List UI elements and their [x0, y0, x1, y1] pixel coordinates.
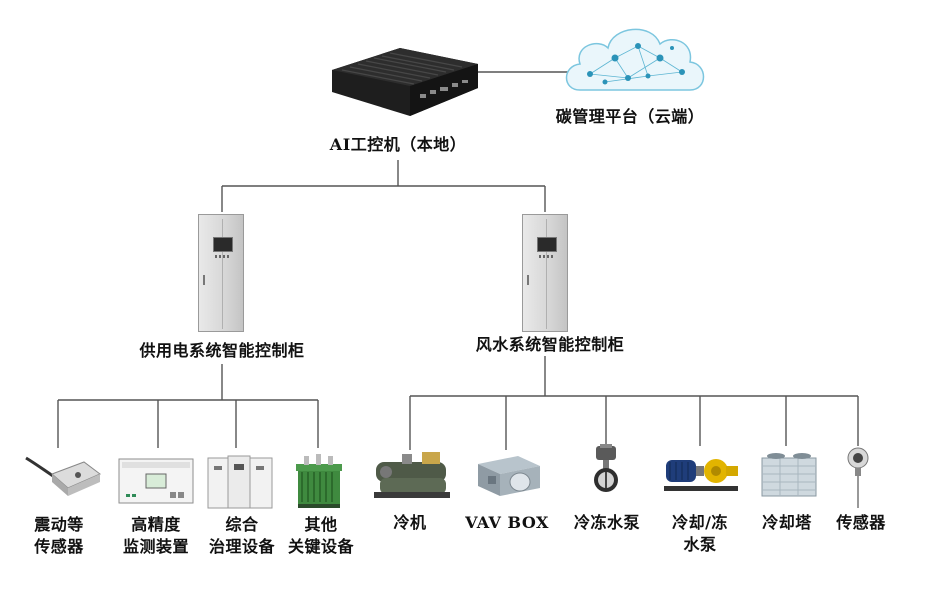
hvac-device-label-5: 冷却塔: [762, 513, 812, 532]
hvac-device-label-6: 传感器: [836, 513, 886, 532]
label-line: 关键设备: [287, 537, 354, 556]
industrial-pc-icon: [330, 40, 480, 120]
label-line: 冷却/冻: [672, 513, 728, 532]
hvac-device-label-4: 冷却/冻 水泵: [660, 512, 740, 556]
vibration-sensor-icon: [22, 452, 102, 506]
local-pc-label: AI工控机（本地）: [329, 135, 467, 154]
transformer-icon: [290, 452, 348, 514]
hvac-device-label-2: VAV BOX: [465, 513, 549, 532]
label-line: 传感器: [34, 537, 84, 556]
valve-icon: [588, 444, 624, 500]
power-quality-cabinet-icon: [206, 452, 274, 514]
cloud-platform-label: 碳管理平台（云端）: [555, 107, 705, 126]
label-line: 监测装置: [122, 537, 189, 556]
hvac-cabinet-label: 风水系统智能控制柜: [475, 335, 625, 354]
hvac-device-label-1: 冷机: [393, 513, 427, 532]
power-device-label-2: 高精度 监测装置: [116, 514, 196, 558]
cloud-icon: [560, 18, 710, 98]
vav-box-icon: [474, 452, 544, 502]
label-line: 震动等: [34, 515, 84, 534]
power-device-label-4: 其他 关键设备: [282, 514, 360, 558]
label-line: 治理设备: [208, 537, 275, 556]
power-control-cabinet-icon: [198, 214, 244, 332]
pump-icon: [662, 448, 740, 500]
sensor-probe-icon: [844, 446, 872, 514]
cooling-tower-icon: [758, 448, 820, 502]
label-line: 其他: [304, 515, 338, 534]
power-cabinet-label: 供用电系统智能控制柜: [139, 341, 305, 360]
label-line: 高精度: [131, 515, 181, 534]
hvac-control-cabinet-icon: [522, 214, 568, 332]
label-line: 综合: [225, 515, 259, 534]
power-device-label-3: 综合 治理设备: [200, 514, 284, 558]
power-device-label-1: 震动等 传感器: [20, 514, 98, 558]
chiller-icon: [372, 448, 452, 506]
monitoring-device-icon: [118, 458, 194, 508]
label-line: 水泵: [683, 535, 717, 554]
hvac-device-label-3: 冷冻水泵: [573, 513, 640, 532]
